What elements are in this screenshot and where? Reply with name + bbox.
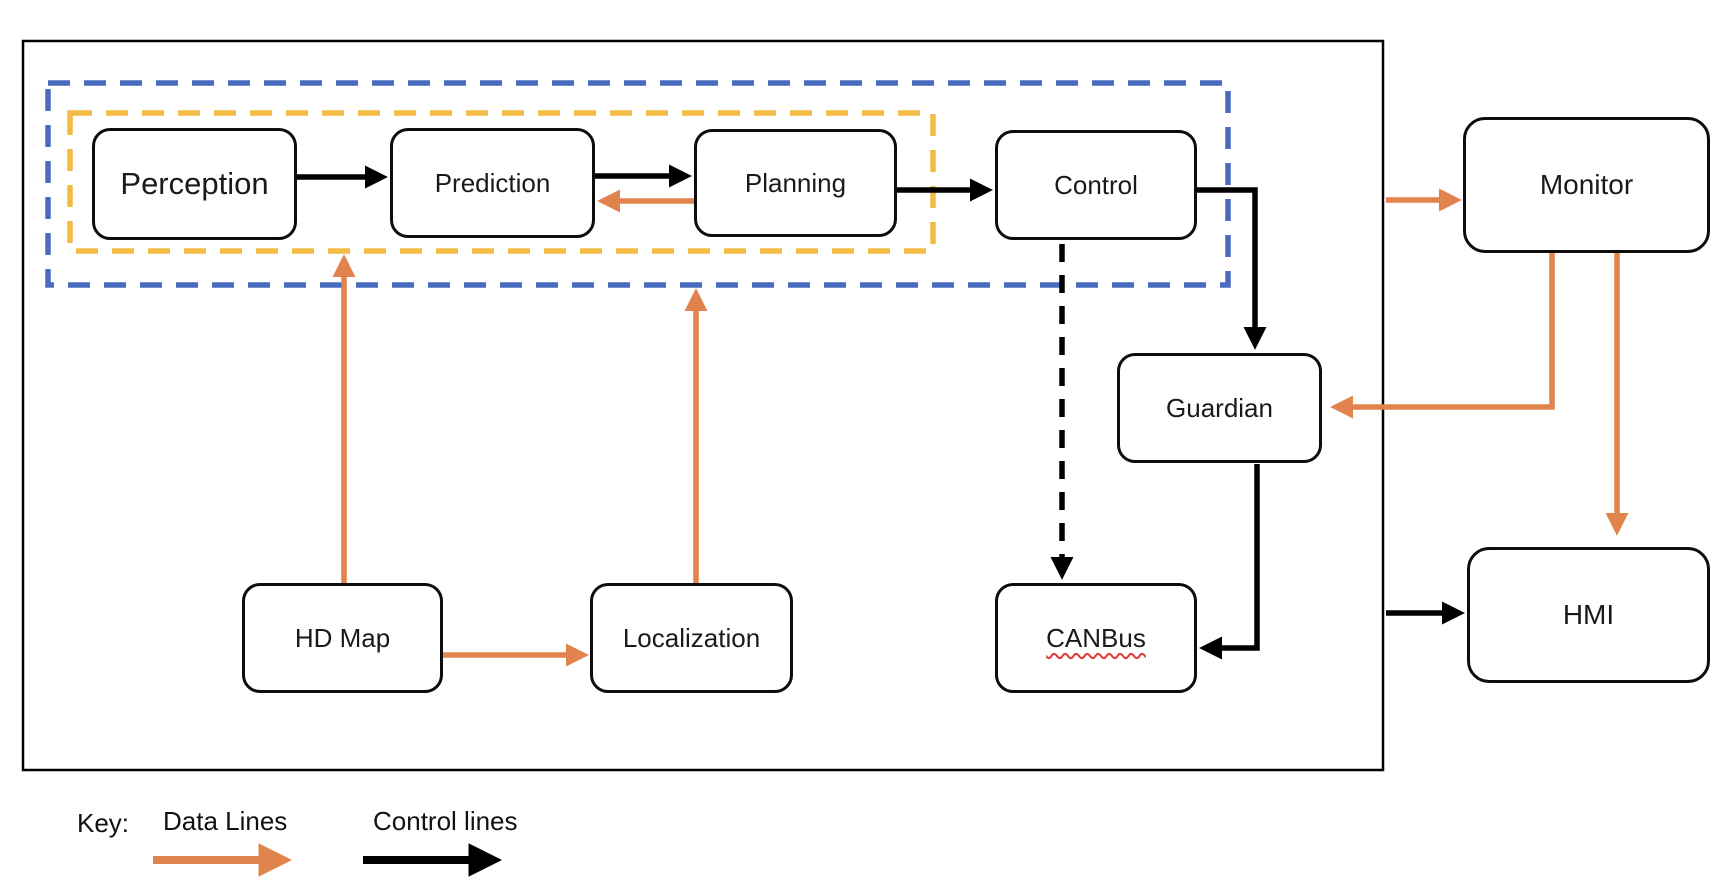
- legend-key-label: Key:: [77, 808, 130, 838]
- arrow-guardian-to-canbus: [1199, 464, 1260, 660]
- module-box-planning: Planning: [694, 129, 897, 237]
- module-label-hmi: HMI: [1562, 599, 1615, 630]
- module-label-prediction: Prediction: [434, 167, 551, 198]
- legend-data-lines-label: Data Lines: [163, 806, 288, 836]
- arrow-monitor-to-guardian: [1330, 253, 1555, 419]
- module-box-perception: Perception: [92, 128, 297, 240]
- module-box-monitor: Monitor: [1463, 117, 1710, 253]
- blue-dashed-group: [45, 80, 1231, 288]
- module-label-canbus: CANBus: [1046, 622, 1146, 653]
- module-box-prediction: Prediction: [390, 128, 595, 238]
- arrow-control-to-guardian: [1197, 187, 1267, 350]
- module-label-guardian: Guardian: [1166, 392, 1273, 423]
- module-label-hdmap: HD Map: [294, 622, 391, 653]
- module-label-localization: Localization: [622, 622, 761, 653]
- module-box-canbus: CANBus: [995, 583, 1197, 693]
- module-box-hmi: HMI: [1467, 547, 1710, 683]
- module-box-localization: Localization: [590, 583, 793, 693]
- legend-control-lines-label: Control lines: [373, 806, 518, 836]
- module-label-planning: Planning: [744, 167, 847, 198]
- module-box-control: Control: [995, 130, 1197, 240]
- module-label-monitor: Monitor: [1539, 169, 1634, 200]
- module-label-perception: Perception: [120, 166, 269, 201]
- module-label-control: Control: [1054, 169, 1138, 200]
- module-box-guardian: Guardian: [1117, 353, 1322, 463]
- module-box-hdmap: HD Map: [242, 583, 443, 693]
